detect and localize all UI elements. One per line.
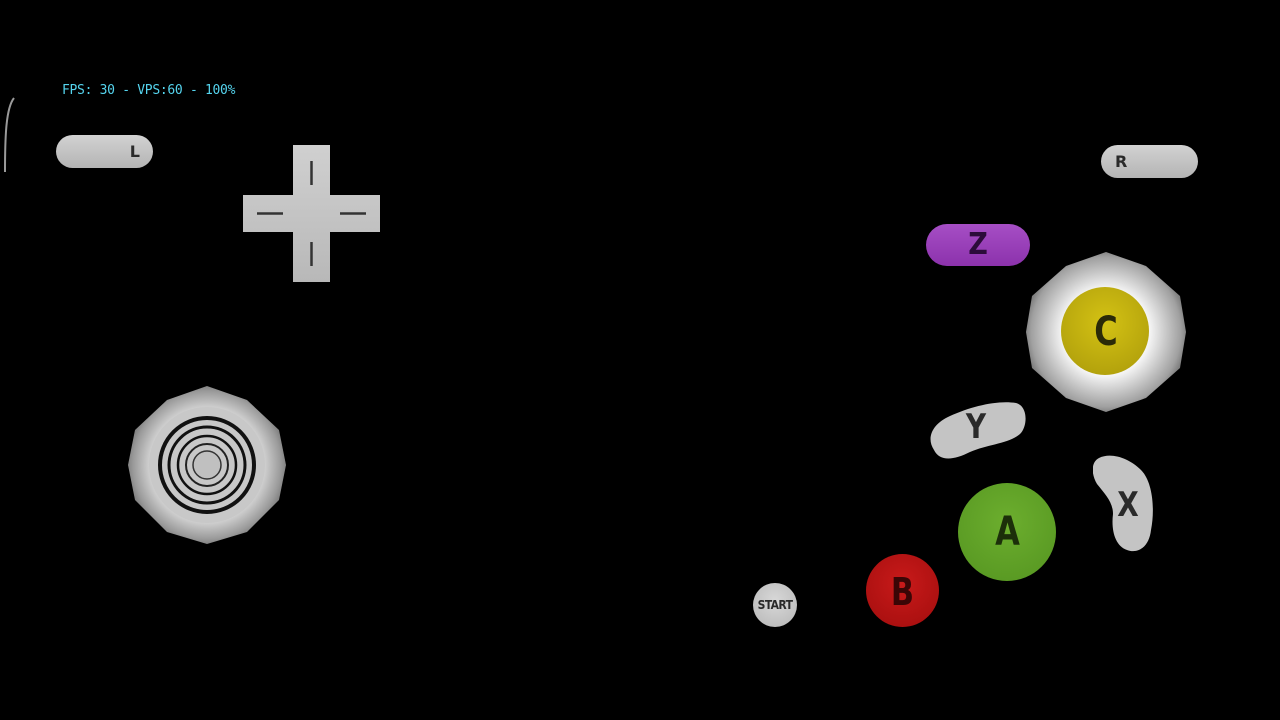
x-button[interactable]	[1093, 454, 1155, 554]
c-stick-icon[interactable]: C	[1026, 252, 1186, 416]
start-button[interactable]: START	[753, 583, 797, 627]
r-trigger-button[interactable]: R	[1101, 145, 1198, 178]
b-button-label: B	[890, 570, 915, 614]
z-button-label: Z	[968, 227, 988, 262]
l-trigger-label: L	[129, 142, 140, 161]
a-button-label: A	[994, 509, 1020, 555]
z-button[interactable]: Z	[926, 224, 1030, 266]
analog-stick-icon[interactable]	[128, 386, 286, 544]
r-trigger-label: R	[1115, 152, 1128, 171]
a-button[interactable]: A	[958, 483, 1056, 581]
x-button-label: X	[1117, 485, 1139, 525]
dpad-icon[interactable]	[243, 145, 380, 282]
l-trigger-button[interactable]: L	[56, 135, 153, 168]
c-stick-label: C	[1094, 309, 1118, 355]
start-button-label: START	[757, 598, 793, 612]
fps-counter: FPS: 30 - VPS:60 - 100%	[62, 83, 236, 98]
edge-mark	[4, 97, 15, 173]
c-stick-graphic	[1026, 252, 1186, 412]
y-button-label: Y	[965, 407, 987, 447]
b-button[interactable]: B	[866, 554, 939, 627]
y-button[interactable]	[928, 400, 1028, 466]
